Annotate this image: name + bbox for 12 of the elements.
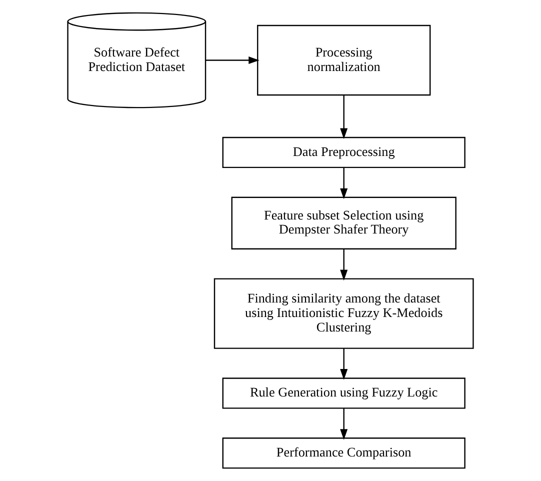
arrow [340, 167, 348, 200]
node-box: Processing normalization [257, 24, 431, 96]
arrow [340, 95, 348, 140]
node-box: Rule Generation using Fuzzy Logic [222, 378, 466, 409]
node-box: Feature subset Selection using Dempster Shafer Theory [231, 196, 456, 250]
arrow [206, 56, 260, 64]
node-box: Data Preprocessing [222, 136, 466, 168]
arrow [340, 348, 348, 380]
arrow [340, 249, 348, 281]
node-box: Finding similarity among the dataset using Intuitionistic Fuzzy K-Medoids Clustering [214, 278, 474, 349]
node-box: Performance Comparison [222, 438, 466, 469]
arrow [340, 408, 348, 440]
